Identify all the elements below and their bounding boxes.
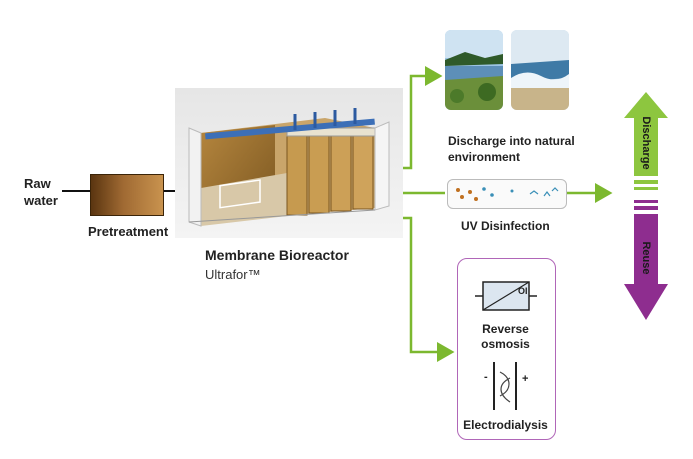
uv-disinfection-box	[447, 179, 567, 209]
reuse-arrow-down	[624, 214, 668, 320]
lake-photo	[445, 30, 503, 110]
discharge-arrow-label: Discharge	[640, 116, 652, 170]
uv-particles-icon	[456, 187, 559, 201]
arrow-to-discharge	[403, 66, 443, 170]
pretreatment-block	[90, 174, 164, 216]
reverse-osmosis-label: Reverse osmosis	[481, 322, 530, 351]
mbr-brand-tm: ™	[247, 267, 261, 282]
raw-water-label: Raw water	[24, 176, 58, 208]
sea-photo	[511, 30, 569, 110]
reverse-osmosis-icon: OI	[475, 281, 537, 311]
discharge-arrow-up	[624, 92, 668, 176]
mbr-brand: Ultrafor™	[205, 267, 261, 282]
mbr-brand-name: Ultrafor	[205, 267, 248, 282]
mbr-title: Membrane Bioreactor	[205, 247, 349, 263]
ed-plus-sign: +	[522, 373, 528, 385]
discharge-label: Discharge into natural environment	[448, 134, 575, 164]
ed-minus-sign: -	[484, 371, 488, 383]
ro-module-text: OI	[518, 286, 528, 296]
membrane-bioreactor-illustration	[175, 88, 403, 238]
arrow-to-reuse-treatment	[403, 216, 455, 362]
discharge-reuse-arrow	[624, 92, 668, 320]
electrodialysis-label: Electrodialysis	[463, 418, 548, 432]
pretreatment-label: Pretreatment	[88, 224, 169, 239]
electrodialysis-icon: - +	[484, 362, 528, 410]
reuse-arrow-label: Reuse	[640, 241, 652, 275]
uv-disinfection-label: UV Disinfection	[461, 219, 550, 233]
